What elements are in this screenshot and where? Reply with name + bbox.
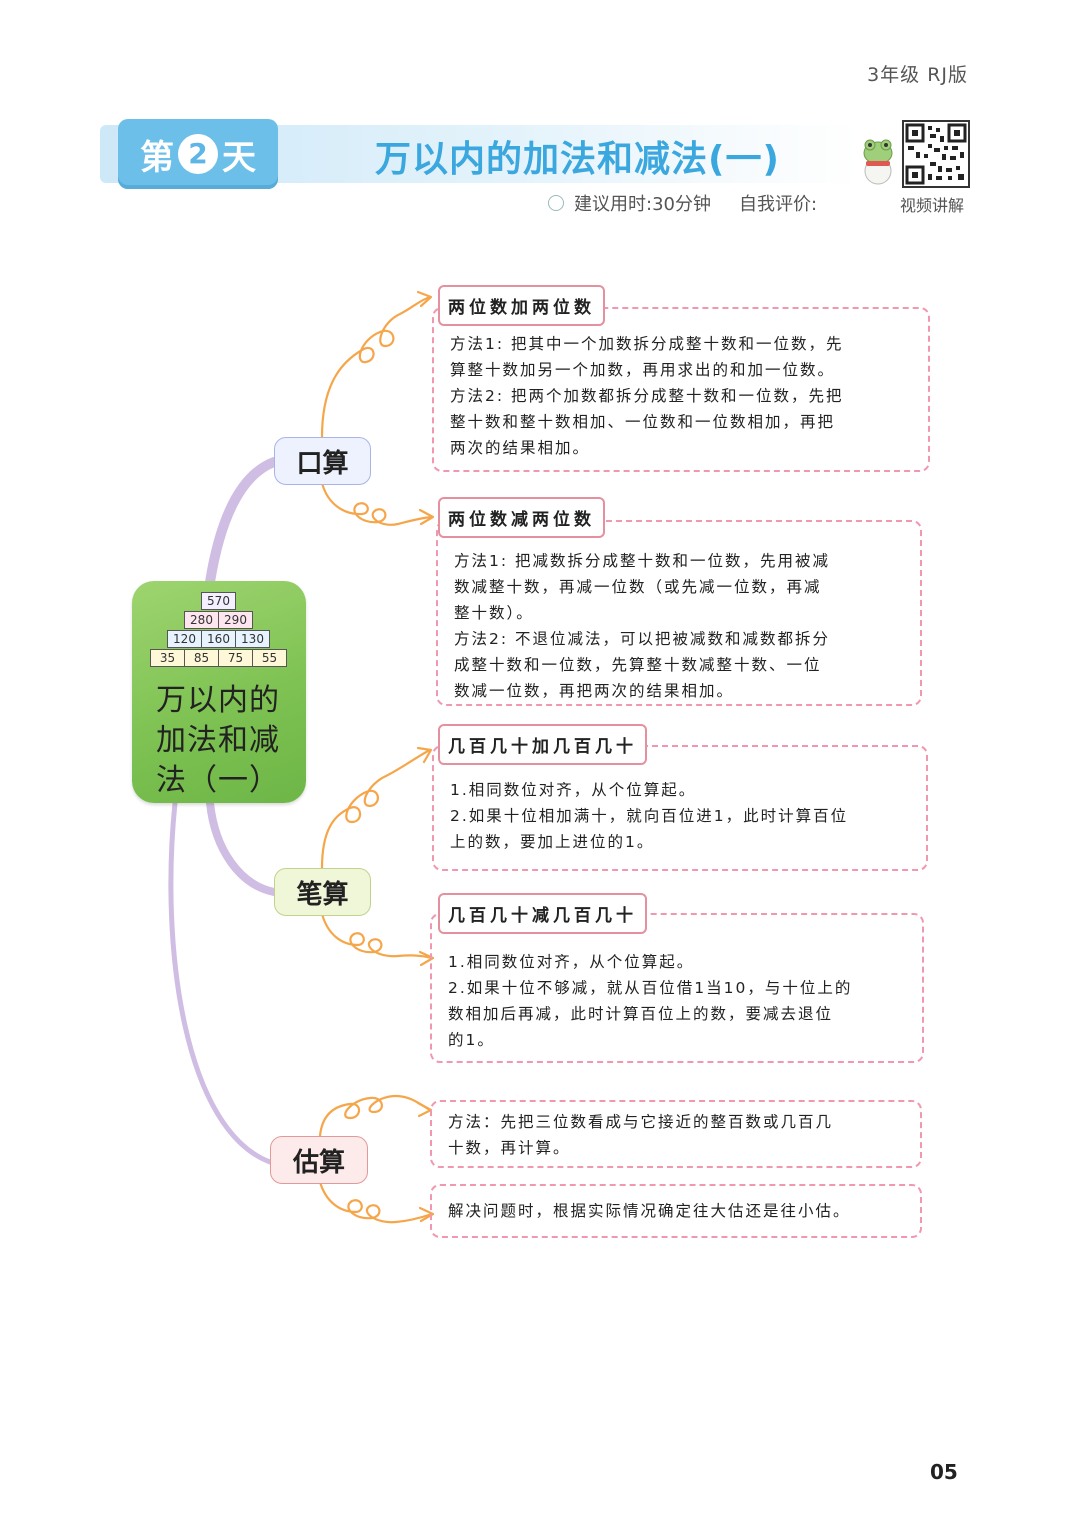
card-body: 方法1: 把其中一个加数拆分成整十数和一位数，先 算整十数加另一个加数，再用求出… bbox=[450, 331, 912, 461]
label-hundreds-addition: 几百几十加几百几十 bbox=[438, 724, 647, 765]
text-line: 算整十数加另一个加数，再用求出的和加一位数。 bbox=[450, 357, 912, 383]
connector-center-bisuan bbox=[210, 803, 274, 892]
text-line: 数减一位数，再把两次的结果相加。 bbox=[454, 678, 904, 704]
card-body: 1.相同数位对齐，从个位算起。 2.如果十位相加满十，就向百位进1，此时计算百位… bbox=[450, 777, 910, 855]
card-estimation-tip: 解决问题时，根据实际情况确定往大估还是往小估。 bbox=[430, 1184, 922, 1238]
branch-kousuan: 口算 bbox=[274, 437, 371, 485]
text-line: 整十数和整十数相加、一位数和一位数相加，再把 bbox=[450, 409, 912, 435]
curl-bisuan-lower bbox=[322, 914, 432, 958]
card-hundreds-subtraction: 1.相同数位对齐，从个位算起。 2.如果十位不够减，就从百位借1当10，与十位上… bbox=[430, 913, 924, 1063]
curl-kousuan-upper bbox=[322, 297, 430, 437]
pyramid-cell: 570 bbox=[201, 592, 236, 610]
label-two-digit-addition: 两位数加两位数 bbox=[438, 285, 605, 326]
card-body: 方法：先把三位数看成与它接近的整百数或几百几 十数，再计算。 bbox=[448, 1109, 904, 1161]
text-line: 1.相同数位对齐，从个位算起。 bbox=[448, 949, 906, 975]
center-title: 万以内的加法和减法（一） bbox=[156, 681, 296, 801]
pyramid-cell: 120 bbox=[167, 630, 202, 648]
card-two-digit-addition: 方法1: 把其中一个加数拆分成整十数和一位数，先 算整十数加另一个加数，再用求出… bbox=[432, 307, 930, 472]
text-line: 整十数）。 bbox=[454, 600, 904, 626]
pyramid-row: 280 290 bbox=[139, 611, 299, 629]
pyramid-cell: 85 bbox=[184, 649, 219, 667]
text-line: 两次的结果相加。 bbox=[450, 435, 912, 461]
card-body: 1.相同数位对齐，从个位算起。 2.如果十位不够减，就从百位借1当10，与十位上… bbox=[448, 949, 906, 1053]
page-number: 05 bbox=[930, 1460, 958, 1484]
text-line: 数相加后再减，此时计算百位上的数，要减去退位 bbox=[448, 1001, 906, 1027]
text-line: 方法：先把三位数看成与它接近的整百数或几百几 bbox=[448, 1109, 904, 1135]
text-line: 上的数，要加上进位的1。 bbox=[450, 829, 910, 855]
branch-gusuan: 估算 bbox=[270, 1136, 368, 1184]
connector-center-gusuan bbox=[171, 803, 270, 1162]
card-estimation-method: 方法：先把三位数看成与它接近的整百数或几百几 十数，再计算。 bbox=[430, 1100, 922, 1168]
text-line: 成整十数和一位数，先算整十数减整十数、一位 bbox=[454, 652, 904, 678]
pyramid-row: 570 bbox=[139, 592, 299, 610]
text-line: 1.相同数位对齐，从个位算起。 bbox=[450, 777, 910, 803]
text-line: 2.如果十位相加满十，就向百位进1，此时计算百位 bbox=[450, 803, 910, 829]
text-line: 十数，再计算。 bbox=[448, 1135, 904, 1161]
curl-gusuan-lower bbox=[320, 1182, 432, 1222]
pyramid-cell: 130 bbox=[235, 630, 270, 648]
text-line: 方法2: 不退位减法，可以把被减数和减数都拆分 bbox=[454, 626, 904, 652]
text-line: 方法1: 把减数拆分成整十数和一位数，先用被减 bbox=[454, 548, 904, 574]
curl-bisuan-upper bbox=[322, 750, 430, 868]
curl-gusuan-upper bbox=[320, 1096, 430, 1136]
pyramid-cell: 35 bbox=[150, 649, 185, 667]
pyramid-cell: 290 bbox=[218, 611, 253, 629]
card-body: 解决问题时，根据实际情况确定往大估还是往小估。 bbox=[448, 1198, 904, 1224]
label-hundreds-subtraction: 几百几十减几百几十 bbox=[438, 893, 647, 934]
pyramid-cell: 280 bbox=[184, 611, 219, 629]
pyramid-row: 35 85 75 55 bbox=[139, 649, 299, 667]
text-line: 方法1: 把其中一个加数拆分成整十数和一位数，先 bbox=[450, 331, 912, 357]
card-body: 方法1: 把减数拆分成整十数和一位数，先用被减 数减整十数，再减一位数（或先减一… bbox=[454, 548, 904, 704]
text-line: 数减整十数，再减一位数（或先减一位数，再减 bbox=[454, 574, 904, 600]
text-line: 方法2: 把两个加数都拆分成整十数和一位数，先把 bbox=[450, 383, 912, 409]
text-line: 的1。 bbox=[448, 1027, 906, 1053]
curl-kousuan-lower bbox=[322, 483, 432, 525]
branch-bisuan: 笔算 bbox=[274, 868, 371, 916]
pyramid-cell: 75 bbox=[218, 649, 253, 667]
text-line: 2.如果十位不够减，就从百位借1当10，与十位上的 bbox=[448, 975, 906, 1001]
connector-center-kousuan bbox=[210, 462, 274, 582]
label-two-digit-subtraction: 两位数减两位数 bbox=[438, 497, 605, 538]
number-pyramid: 570 280 290 120 160 130 35 85 75 55 bbox=[139, 592, 299, 668]
pyramid-row: 120 160 130 bbox=[139, 630, 299, 648]
pyramid-cell: 55 bbox=[252, 649, 287, 667]
pyramid-cell: 160 bbox=[201, 630, 236, 648]
text-line: 解决问题时，根据实际情况确定往大估还是往小估。 bbox=[448, 1198, 904, 1224]
card-two-digit-subtraction: 方法1: 把减数拆分成整十数和一位数，先用被减 数减整十数，再减一位数（或先减一… bbox=[436, 520, 922, 706]
